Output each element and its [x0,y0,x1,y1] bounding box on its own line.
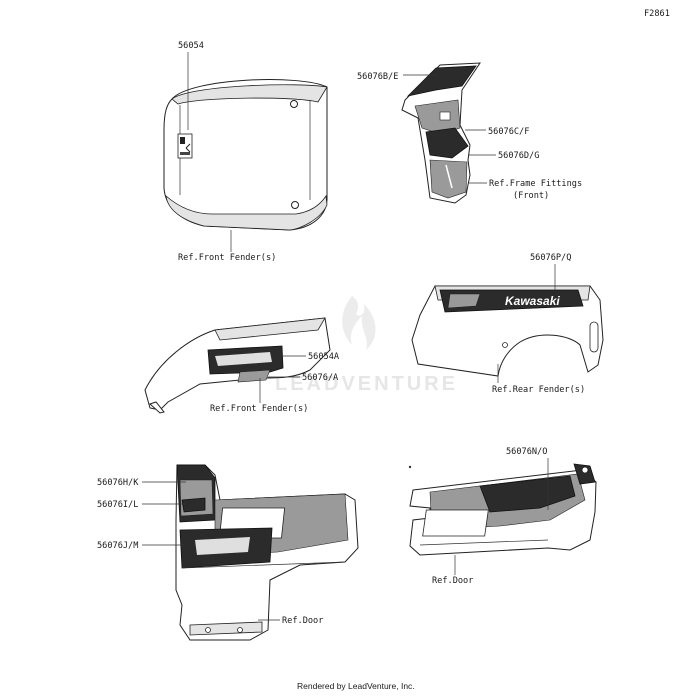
footer-credit: Rendered by LeadVenture, Inc. [297,681,415,691]
label-56076h-k[interactable]: 56076H/K [97,478,139,488]
left-door-part[interactable] [175,464,359,641]
label-56054a[interactable]: 56054A [308,352,340,362]
label-hood-ref[interactable]: Ref.Front Fender(s) [178,253,276,263]
front-fender-part[interactable] [144,317,331,414]
label-56076b-e[interactable]: 56076B/E [357,72,398,82]
label-56076d-g[interactable]: 56076D/G [498,151,539,161]
label-front-fender-ref[interactable]: Ref.Front Fender(s) [210,404,308,414]
label-56076-a[interactable]: 56076/A [302,373,339,383]
label-rear-ref[interactable]: Ref.Rear Fender(s) [492,385,585,395]
label-right-door-ref[interactable]: Ref.Door [432,576,473,586]
right-door-part[interactable] [408,463,597,556]
label-56054[interactable]: 56054 [178,41,204,51]
label-56076j-m[interactable]: 56076J/M [97,541,138,551]
label-56076i-l[interactable]: 56076I/L [97,500,138,510]
label-56076n-o[interactable]: 56076N/O [506,447,547,457]
watermark-text: LEADVENTURE [275,373,458,395]
kawasaki-decal-text: Kawasaki [505,294,560,308]
hood-part[interactable] [163,79,328,231]
upper-side-panel[interactable] [401,62,481,204]
rear-fender-part[interactable]: Kawasaki [411,285,604,377]
label-left-door-ref[interactable]: Ref.Door [282,616,323,626]
label-56076p-q[interactable]: 56076P/Q [530,253,571,263]
label-frame-ref-2[interactable]: (Front) [513,191,549,201]
label-frame-ref-1[interactable]: Ref.Frame Fittings [489,179,582,189]
leadventure-watermark: LEADVENTURE [275,296,458,395]
diagram-code: F2861 [644,9,670,19]
label-56076c-f[interactable]: 56076C/F [488,127,529,137]
